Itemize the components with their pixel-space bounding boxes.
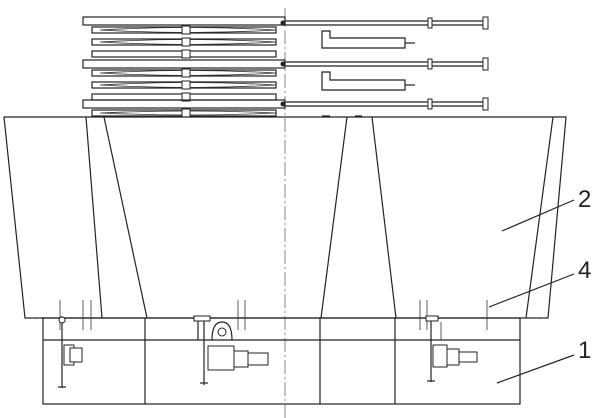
top-plate-assembly xyxy=(82,16,489,118)
callout-label-2: 2 xyxy=(578,186,591,213)
plate-stack-middle xyxy=(82,59,286,102)
leader-line-1 xyxy=(496,354,575,384)
callout-2: 2 xyxy=(501,186,591,232)
leader-line-2 xyxy=(501,199,575,232)
leader-line-4 xyxy=(488,273,575,308)
plate-stack-upper xyxy=(82,16,286,59)
mechanism-unit-right xyxy=(425,315,478,382)
mechanism-unit-left xyxy=(58,316,83,388)
callout-label-1: 1 xyxy=(578,337,591,364)
callout-4: 4 xyxy=(488,257,591,308)
mechanism-unit-center xyxy=(193,315,269,385)
callout-1: 1 xyxy=(496,337,591,384)
callout-label-4: 4 xyxy=(578,257,591,284)
base-frame xyxy=(42,300,521,405)
plate-stack-lower xyxy=(82,99,286,118)
rod-assembly xyxy=(280,16,489,117)
